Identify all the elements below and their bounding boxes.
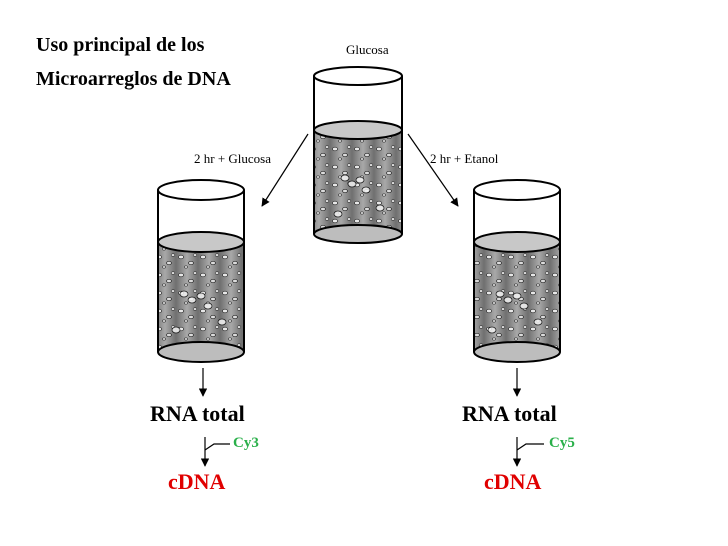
arrow-to-left-flask [261,133,309,207]
left-cdna-label: cDNA [168,469,226,494]
right-flask [473,179,561,363]
arrow-to-right-flask [407,133,459,207]
left-rna-total-label: RNA total [150,401,245,426]
left-arrow-label: 2 hr + Glucosa [194,151,272,166]
center-flask-label: Glucosa [346,42,389,57]
left-flask [157,179,245,363]
right-dye-label: Cy5 [549,435,575,451]
title-line-1: Uso principal de los [36,34,205,56]
right-dye-connector [516,443,544,451]
right-rna-total-label: RNA total [462,401,557,426]
center-flask [313,66,403,244]
left-dye-connector [204,443,230,451]
right-arrow-label: 2 hr + Etanol [430,151,499,166]
diagram-title: Uso principal de los Microarreglos de DN… [36,28,231,96]
right-cdna-label: cDNA [484,469,542,494]
title-line-2: Microarreglos de DNA [36,68,231,90]
left-dye-label: Cy3 [233,435,259,451]
